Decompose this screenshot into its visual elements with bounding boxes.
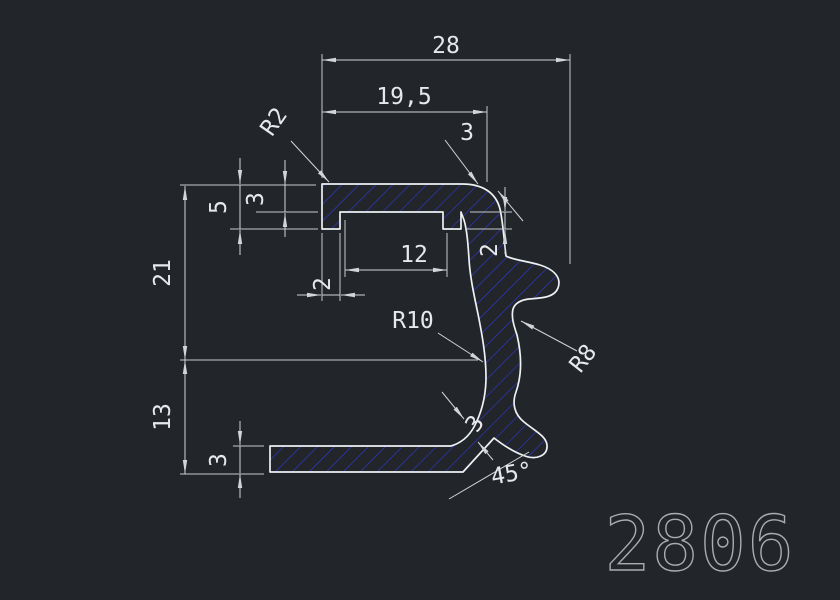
leader-line [497, 190, 524, 222]
dim-label-tab-depth: 2 [477, 243, 503, 257]
dim-lip-depth: 5 [206, 158, 243, 255]
dim-radius-hook: R8 [520, 320, 603, 378]
leader-line [444, 139, 479, 185]
dim-lip-width: 2 [297, 277, 365, 298]
dim-radius-top-left: R2 [256, 103, 330, 183]
chamfer-angle-line [448, 451, 530, 500]
dim-top-width: 19,5 [322, 84, 487, 115]
dim-label-height-upper: 21 [150, 259, 176, 287]
dim-tab-depth: 2 [477, 187, 508, 257]
dim-overall-width: 28 [322, 33, 570, 63]
leader-line [441, 391, 465, 420]
dim-label-r2: R2 [256, 103, 293, 141]
dim-label-flange-thickness: 3 [206, 453, 232, 467]
dim-flange-thickness: 3 [206, 421, 243, 498]
dim-height-upper: 21 [150, 186, 188, 360]
dim-radius-inner: R10 [392, 308, 484, 363]
dim-label-overall-width: 28 [432, 33, 460, 59]
dim-label-lip-width: 2 [310, 277, 336, 291]
dim-label-lip-depth: 5 [206, 200, 232, 214]
dim-label-plate-thickness: 3 [243, 192, 269, 206]
dim-label-r8: R8 [565, 340, 603, 378]
leader-line [290, 140, 330, 183]
dim-wall-top-thickness: 3 [444, 120, 524, 222]
profile-outline [269, 183, 560, 473]
dim-channel-width: 12 [345, 242, 447, 273]
dim-label-wall-top: 3 [460, 120, 474, 146]
part-number: 2806 [604, 499, 795, 588]
dim-label-top-width: 19,5 [376, 84, 431, 110]
dim-label-chamfer-angle: 45° [489, 458, 534, 491]
dim-label-channel-width: 12 [400, 242, 428, 268]
leader-line [477, 441, 494, 461]
dim-height-lower: 13 [150, 360, 188, 474]
dim-plate-thickness: 3 [243, 160, 288, 237]
dim-label-r10: R10 [392, 308, 434, 334]
dim-label-height-lower: 13 [150, 403, 176, 431]
extension-lines [180, 54, 571, 475]
leader-line [437, 332, 484, 363]
leader-line [520, 320, 578, 352]
